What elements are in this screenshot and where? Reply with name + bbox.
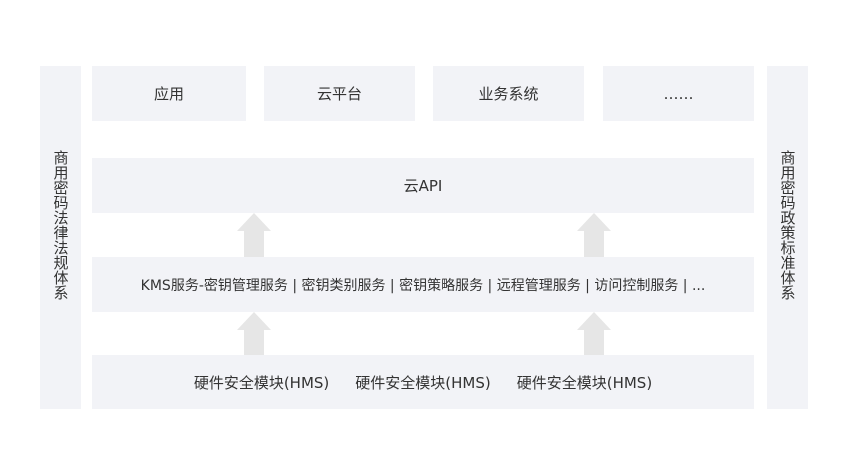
top-box-label: 应用 — [153, 85, 184, 103]
right-side-label: 商用密码政策标准体系 — [778, 150, 797, 300]
top-box-label: 业务系统 — [478, 85, 539, 103]
up-arrow-icon — [237, 213, 271, 257]
hsm-module-label: 硬件安全模块(HMS) — [355, 373, 491, 392]
right-side-panel: 商用密码政策标准体系 — [767, 66, 808, 409]
cloud-api-bar: 云API — [92, 158, 754, 213]
kms-services-bar: KMS服务-密钥管理服务 | 密钥类别服务 | 密钥策略服务 | 远程管理服务 … — [92, 257, 754, 312]
hsm-module-label: 硬件安全模块(HMS) — [516, 373, 653, 392]
hsm-module-label: 硬件安全模块(HMS) — [193, 373, 330, 392]
kms-services-label: KMS服务-密钥管理服务 | 密钥类别服务 | 密钥策略服务 | 远程管理服务 … — [140, 277, 706, 294]
top-box-business-system: 业务系统 — [433, 66, 584, 121]
top-box-application: 应用 — [92, 66, 246, 121]
up-arrow-icon — [237, 312, 271, 355]
up-arrow-icon — [577, 213, 611, 257]
left-side-label: 商用密码法律法规体系 — [51, 150, 70, 300]
top-box-label: 云平台 — [316, 85, 362, 103]
up-arrow-icon — [577, 312, 611, 355]
hsm-bar: 硬件安全模块(HMS) 硬件安全模块(HMS) 硬件安全模块(HMS) — [92, 355, 754, 409]
top-box-ellipsis: …… — [603, 66, 754, 121]
top-box-cloud-platform: 云平台 — [264, 66, 415, 121]
top-box-label: …… — [663, 84, 694, 103]
cloud-api-label: 云API — [403, 177, 443, 195]
left-side-panel: 商用密码法律法规体系 — [40, 66, 81, 409]
